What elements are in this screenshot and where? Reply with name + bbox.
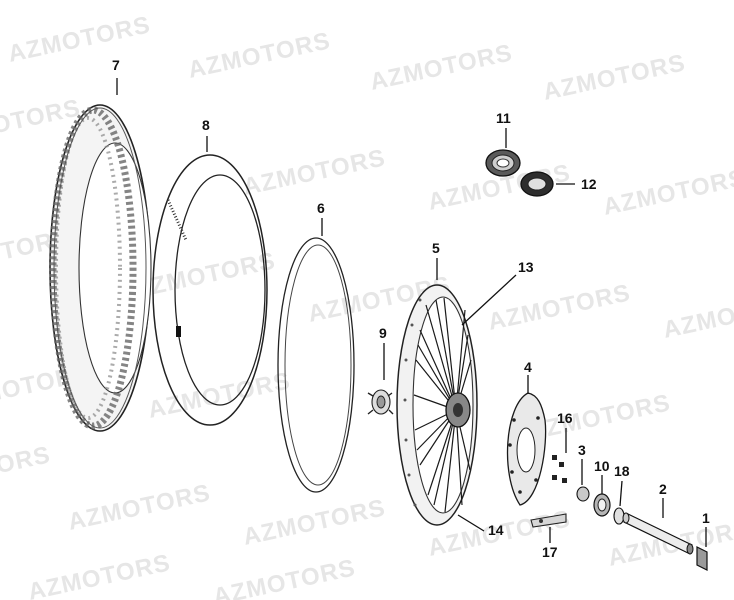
callout-11: 11	[496, 110, 511, 126]
callout-18: 18	[614, 463, 630, 479]
washer	[613, 507, 625, 525]
watermark: AZMOTORS	[526, 389, 673, 446]
tube-valve-mark	[166, 199, 188, 241]
callout-10: 10	[594, 458, 610, 474]
spacer	[576, 486, 590, 502]
rim-nipples	[403, 298, 422, 507]
callout-7: 7	[112, 57, 120, 73]
callout-labels: 7 8 6 5 9 11 12 13 4 16 3 10 18 2 1 17 1…	[112, 57, 710, 560]
axle	[622, 512, 694, 555]
tube-valve-icon	[176, 326, 181, 337]
leader-lines	[116, 78, 707, 547]
watermark: AZMOTORS	[241, 494, 388, 551]
watermark: AZMOTORS	[661, 287, 734, 344]
watermark: AZMOTORS	[146, 367, 293, 424]
rim-tape	[277, 237, 355, 493]
callout-6: 6	[317, 200, 325, 216]
oil-seal	[520, 171, 554, 197]
axle-nut	[696, 546, 708, 571]
watermark: AZMOTORS	[66, 479, 213, 536]
watermark: AZMOTORS	[368, 39, 515, 96]
callout-8: 8	[202, 117, 210, 133]
callout-2: 2	[659, 481, 667, 497]
callout-14: 14	[488, 522, 504, 538]
watermark: AZMOTORS	[241, 144, 388, 201]
disc-holes	[508, 416, 540, 494]
bracket	[530, 513, 567, 528]
disc-bolts	[552, 455, 567, 483]
brake-disc	[506, 392, 547, 506]
callout-5: 5	[432, 240, 440, 256]
watermark: AZMOTORS	[0, 441, 53, 498]
wheel-bearing	[485, 149, 521, 177]
speedo-drive-gear	[367, 389, 394, 415]
callout-16: 16	[557, 410, 573, 426]
front-wheel	[396, 284, 478, 526]
callout-4: 4	[524, 359, 532, 375]
callout-9: 9	[379, 325, 387, 341]
watermark: AZMOTORS	[6, 11, 153, 68]
watermark: AZMOTORS	[26, 549, 173, 600]
watermark: AZMOTORS	[601, 164, 734, 221]
watermark: AZMOTORS	[211, 554, 358, 600]
inner-tube	[152, 154, 268, 426]
tire	[49, 104, 152, 432]
callout-1: 1	[702, 510, 710, 526]
watermark: AZMOTORS	[186, 27, 333, 84]
callout-12: 12	[581, 176, 597, 192]
callout-17: 17	[542, 544, 558, 560]
watermark: AZMOTORS	[486, 279, 633, 336]
callout-3: 3	[578, 442, 586, 458]
callout-13: 13	[518, 259, 534, 275]
collar	[593, 493, 611, 517]
watermark: AZMOTORS	[541, 49, 688, 106]
